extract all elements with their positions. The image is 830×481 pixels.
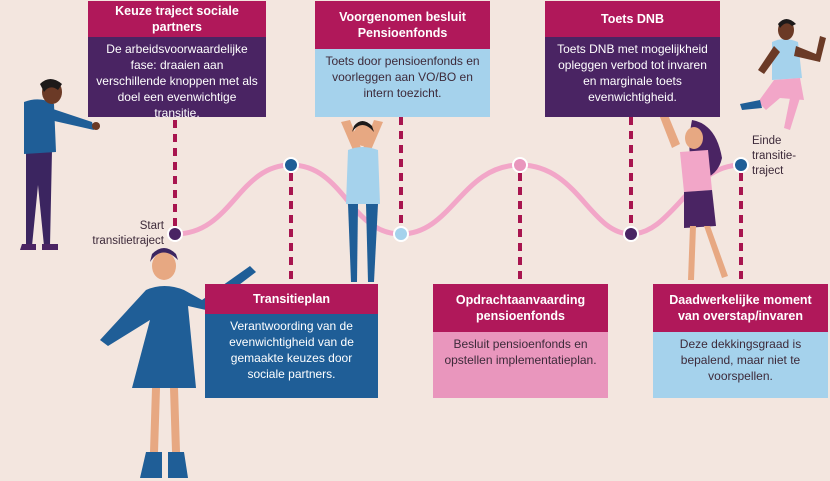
step-keuze-traject-title: Keuze traject sociale partners bbox=[88, 1, 266, 37]
step-keuze-traject: Keuze traject sociale partners De arbeid… bbox=[88, 1, 266, 120]
step-opdrachtaanvaarding-text: Besluit pensioenfonds en opstellen imple… bbox=[433, 332, 608, 398]
end-label-line2: transitie- bbox=[752, 150, 797, 162]
step-voorgenomen-besluit-text: Toets door pensioenfonds en voorleggen a… bbox=[315, 49, 490, 117]
person-woman-right-illustration bbox=[658, 110, 728, 280]
node-einde bbox=[733, 157, 749, 173]
end-label-line1: Einde bbox=[752, 135, 782, 147]
step-opdrachtaanvaarding-title: Opdrachtaanvaarding pensioenfonds bbox=[433, 284, 608, 332]
node-opdracht bbox=[512, 157, 528, 173]
step-overstap-invaren-title: Daadwerkelijke moment van overstap/invar… bbox=[653, 284, 828, 332]
node-transitieplan bbox=[283, 157, 299, 173]
start-label: Start transitietraject bbox=[88, 219, 164, 249]
person-man-left-illustration bbox=[20, 79, 100, 250]
node-toets-dnb bbox=[623, 226, 639, 242]
end-label: Einde transitie- traject bbox=[752, 134, 822, 179]
step-toets-dnb-text: Toets DNB met mogelijkheid opleggen verb… bbox=[545, 37, 720, 117]
start-label-line2: transitietraject bbox=[92, 235, 164, 247]
step-voorgenomen-besluit: Voorgenomen besluit Pensioenfonds Toets … bbox=[315, 1, 490, 117]
step-keuze-traject-text: De arbeidsvoorwaardelijke fase: draaien … bbox=[88, 37, 266, 120]
end-label-line3: traject bbox=[752, 165, 784, 177]
step-overstap-invaren-text: Deze dekkingsgraad is bepalend, maar nie… bbox=[653, 332, 828, 398]
step-transitieplan-text: Verantwoording van de evenwichtigheid va… bbox=[205, 314, 378, 398]
step-voorgenomen-besluit-title: Voorgenomen besluit Pensioenfonds bbox=[315, 1, 490, 49]
person-jumping-man-illustration bbox=[740, 19, 826, 130]
timeline-wave bbox=[172, 162, 744, 237]
step-transitieplan-title: Transitieplan bbox=[205, 284, 378, 314]
step-opdrachtaanvaarding: Opdrachtaanvaarding pensioenfonds Beslui… bbox=[433, 284, 608, 398]
node-start bbox=[167, 226, 183, 242]
node-voorgenomen bbox=[393, 226, 409, 242]
person-woman-center-illustration bbox=[341, 120, 383, 282]
step-overstap-invaren: Daadwerkelijke moment van overstap/invar… bbox=[653, 284, 828, 398]
step-toets-dnb: Toets DNB Toets DNB met mogelijkheid opl… bbox=[545, 1, 720, 117]
start-label-line1: Start bbox=[139, 220, 164, 232]
step-transitieplan: Transitieplan Verantwoording van de even… bbox=[205, 284, 378, 398]
step-toets-dnb-title: Toets DNB bbox=[545, 1, 720, 37]
